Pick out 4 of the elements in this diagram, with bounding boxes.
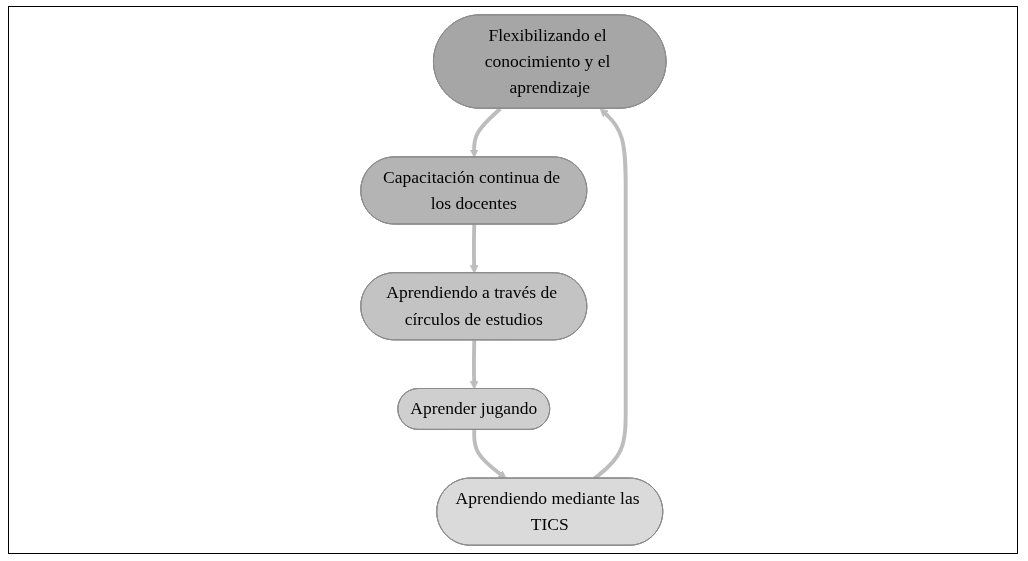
arrow — [469, 224, 478, 274]
arrow — [471, 429, 507, 479]
arrow — [469, 107, 502, 158]
arrow — [469, 340, 478, 390]
